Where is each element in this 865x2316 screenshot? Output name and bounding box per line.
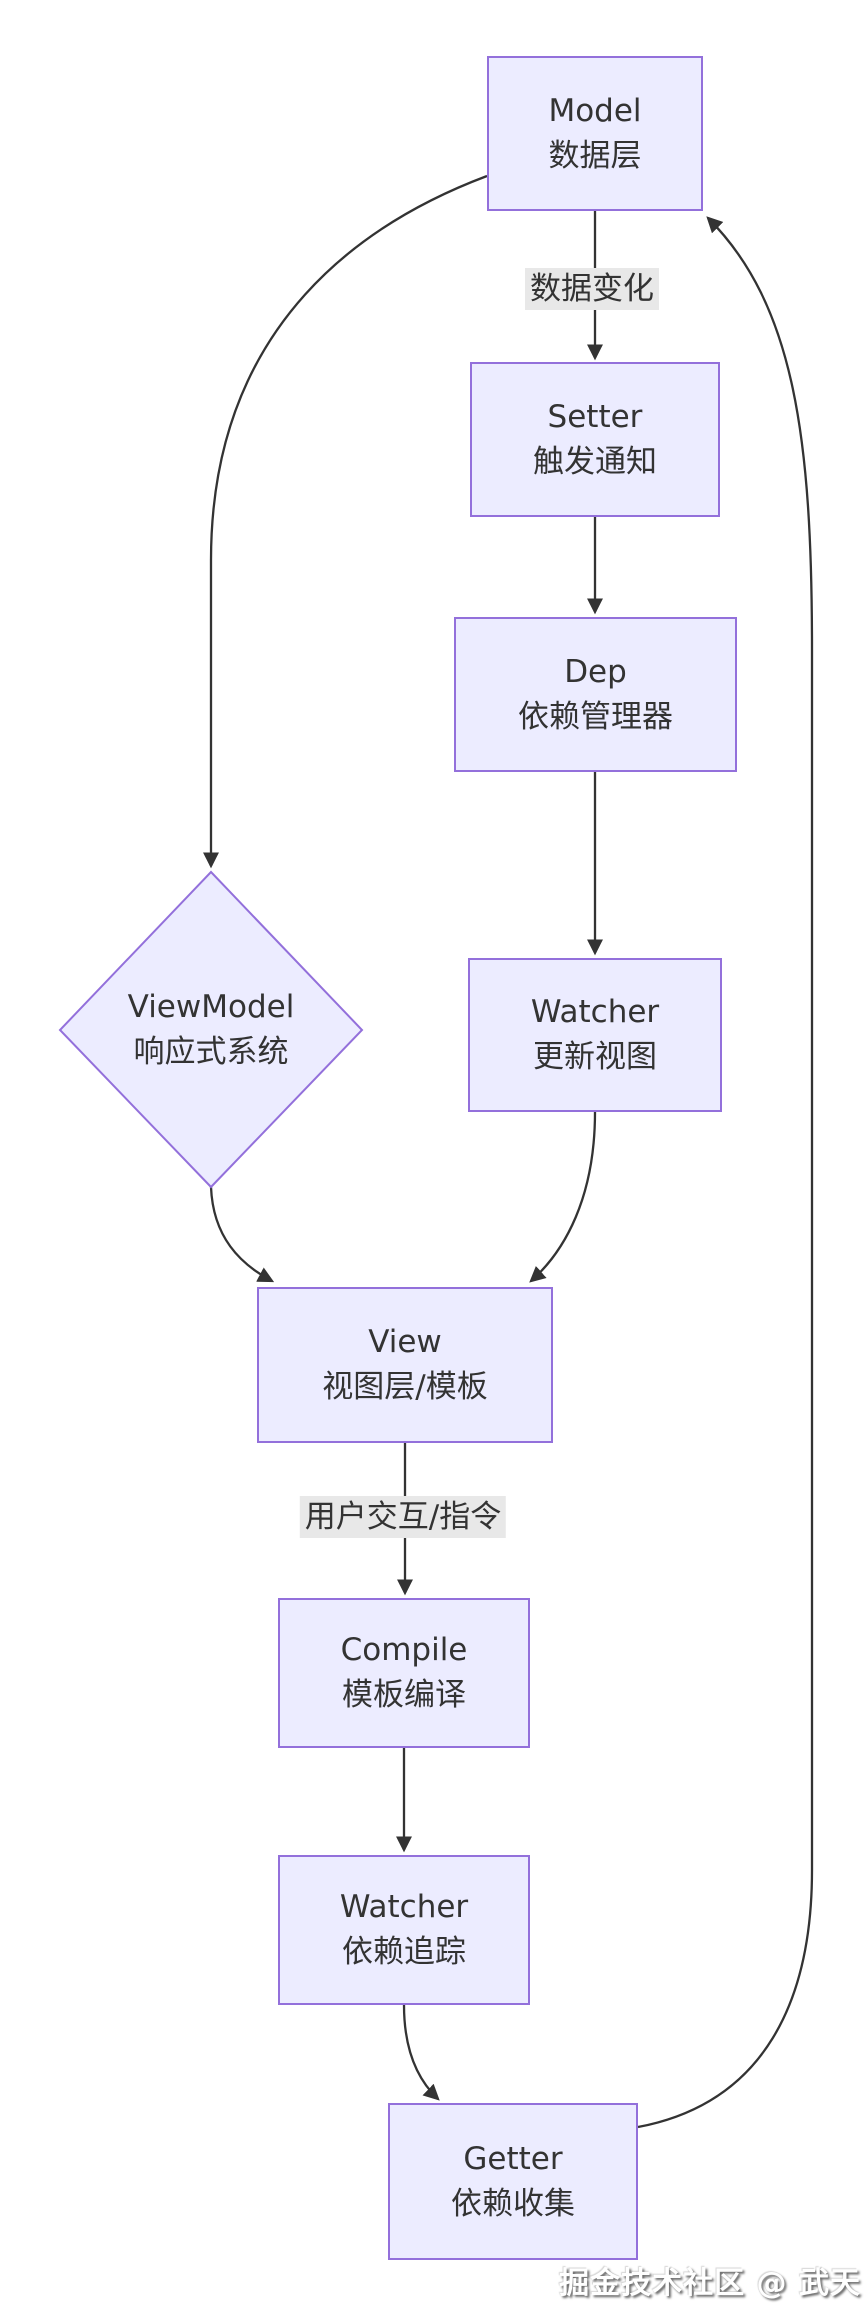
node-dep-subtitle: 依赖管理器 bbox=[518, 698, 673, 735]
node-viewmodel: ViewModel 响应式系统 bbox=[61, 985, 361, 1075]
node-dep-title: Dep bbox=[564, 653, 627, 690]
node-compile: Compile 模板编译 bbox=[278, 1598, 530, 1748]
node-compile-title: Compile bbox=[340, 1632, 468, 1668]
node-watcher-update: Watcher 更新视图 bbox=[468, 958, 722, 1112]
node-getter-title: Getter bbox=[463, 2140, 563, 2177]
node-setter-subtitle: 触发通知 bbox=[533, 443, 657, 480]
edge-watcher-update-to-view bbox=[529, 1111, 597, 1283]
edge-watcher-track-to-getter bbox=[402, 2004, 440, 2101]
node-watcher-update-subtitle: 更新视图 bbox=[533, 1039, 657, 1075]
node-view-subtitle: 视图层/模板 bbox=[322, 1369, 488, 1405]
node-setter: Setter 触发通知 bbox=[470, 362, 720, 517]
node-viewmodel-subtitle: 响应式系统 bbox=[133, 1034, 289, 1070]
edge-viewmodel-to-view bbox=[209, 1186, 275, 1283]
node-view: View 视图层/模板 bbox=[257, 1287, 553, 1443]
node-model: Model 数据层 bbox=[487, 56, 703, 211]
edge-model-to-viewmodel bbox=[202, 174, 488, 869]
node-dep: Dep 依赖管理器 bbox=[454, 617, 737, 772]
edge-label-user-interaction: 用户交互/指令 bbox=[299, 1496, 507, 1538]
node-viewmodel-title: ViewModel bbox=[127, 989, 295, 1025]
node-compile-subtitle: 模板编译 bbox=[342, 1677, 466, 1713]
edge-getter-to-model bbox=[637, 216, 814, 2129]
node-model-subtitle: 数据层 bbox=[548, 137, 642, 174]
node-viewmodel-shape bbox=[58, 870, 364, 1189]
node-watcher-track: Watcher 依赖追踪 bbox=[278, 1855, 530, 2005]
node-watcher-update-title: Watcher bbox=[530, 994, 660, 1030]
node-watcher-track-title: Watcher bbox=[339, 1889, 469, 1925]
node-getter-subtitle: 依赖收集 bbox=[451, 2185, 575, 2222]
node-getter: Getter 依赖收集 bbox=[388, 2103, 638, 2260]
node-view-title: View bbox=[368, 1324, 442, 1360]
edge-label-data-change: 数据变化 bbox=[525, 268, 659, 310]
node-model-title: Model bbox=[548, 92, 642, 129]
node-watcher-track-subtitle: 依赖追踪 bbox=[342, 1934, 466, 1970]
node-setter-title: Setter bbox=[547, 398, 643, 435]
watermark-text: 掘金技术社区 @ 武天 bbox=[559, 2266, 861, 2301]
